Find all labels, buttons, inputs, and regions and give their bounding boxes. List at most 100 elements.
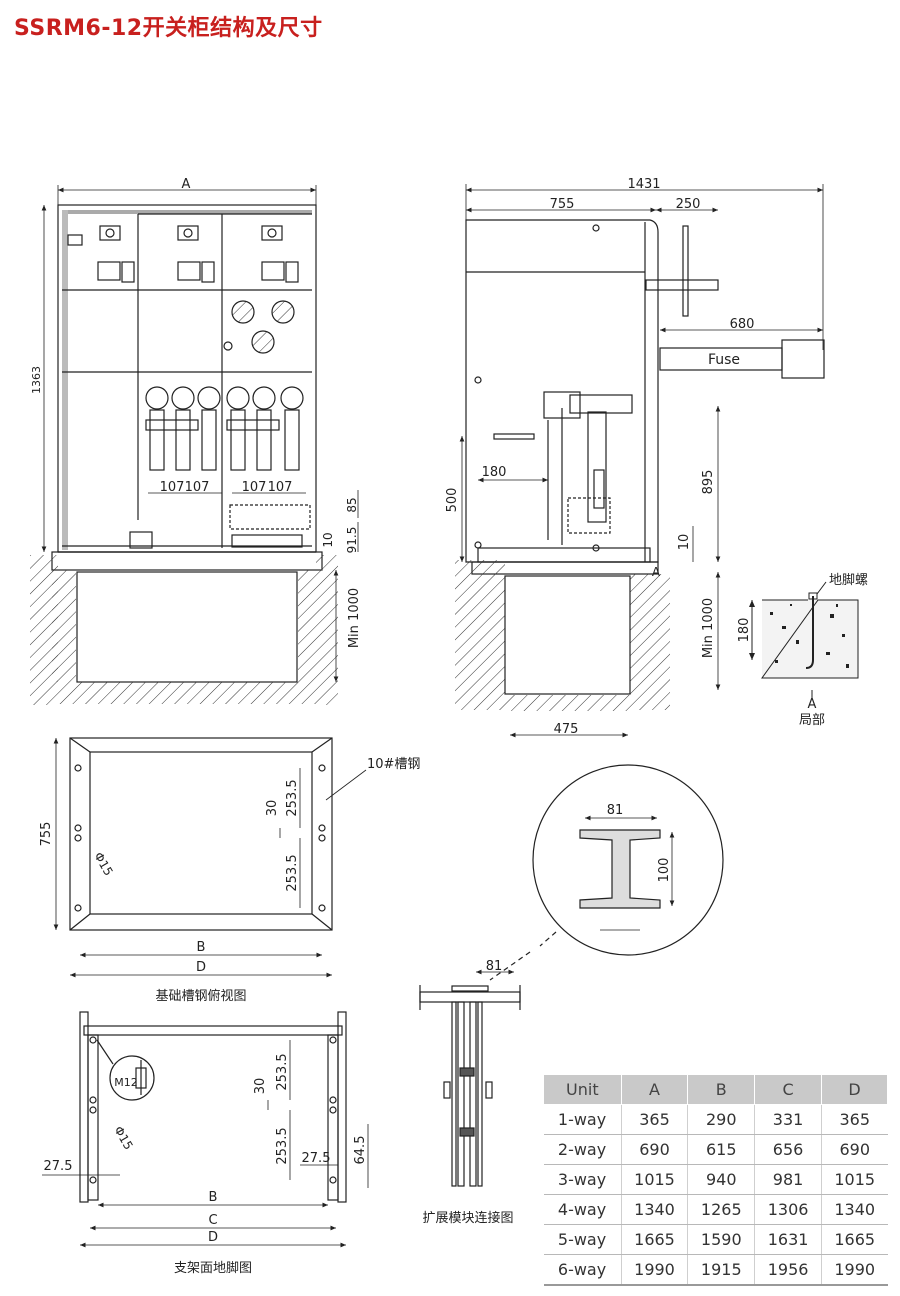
dim-1431: 1431: [627, 177, 660, 192]
dim-height: 1363: [30, 366, 43, 394]
dim-253-5-b-plan: 253.5: [285, 854, 300, 891]
section-detail: [489, 764, 724, 981]
dim-10: 10: [321, 532, 335, 547]
table-header-row: Unit A B C D: [543, 1074, 889, 1105]
dim-107-3: 107: [242, 480, 267, 495]
connection-caption: 扩展模块连接图: [422, 1210, 513, 1226]
dim-10-side: 10: [677, 534, 692, 551]
i-beam-section: [579, 829, 661, 909]
dim-475: 475: [554, 722, 579, 737]
marker-a-side: A: [652, 565, 661, 579]
ground-hatch-bottom: [58, 682, 316, 704]
table-row: 1-way 365 290 331 365: [543, 1104, 888, 1135]
detail-caption: 局部: [799, 713, 825, 728]
cell-b: 940: [687, 1164, 755, 1195]
cell-b: 1590: [687, 1224, 755, 1255]
table-row: 2-way 690 615 656 690: [543, 1134, 888, 1165]
dim-91-5: 91.5: [345, 527, 359, 554]
channel-plan: [69, 737, 333, 931]
dim-a-top: A: [182, 177, 191, 192]
fuse-group-left: [145, 386, 221, 471]
dim-107-4: 107: [268, 480, 293, 495]
cell-d: 1990: [820, 1254, 888, 1286]
concrete-speckles: [770, 604, 849, 668]
dim-85: 85: [345, 497, 359, 512]
dim-253-5-b-frame: 253.5: [275, 1127, 290, 1164]
cell-a: 690: [620, 1134, 688, 1165]
bolt-m12: M12: [114, 1076, 138, 1089]
channel-plan-caption: 基础槽钢俯视图: [155, 988, 246, 1004]
dim-27-5-left: 27.5: [44, 1159, 73, 1174]
header-a: A: [620, 1074, 689, 1105]
side-cabinet-outline: [465, 219, 659, 563]
cell-a: 1990: [620, 1254, 688, 1286]
dim-755-side: 755: [550, 197, 575, 212]
cell-unit: 1-way: [543, 1104, 622, 1135]
cell-b: 1915: [687, 1254, 755, 1286]
dim-27-5-right: 27.5: [302, 1151, 331, 1166]
table-row: 5-way 1665 1590 1631 1665: [543, 1224, 888, 1255]
cell-d: 690: [820, 1134, 888, 1165]
cell-d: 1340: [820, 1194, 888, 1225]
cell-d: 1665: [820, 1224, 888, 1255]
cell-unit: 5-way: [543, 1224, 622, 1255]
dim-755-plan: 755: [39, 822, 54, 847]
header-c: C: [754, 1074, 822, 1105]
ground-hatch-right: [316, 555, 338, 705]
side-view: [465, 219, 825, 575]
header-unit: Unit: [543, 1074, 622, 1105]
cell-unit: 3-way: [543, 1164, 622, 1195]
cell-a: 365: [620, 1104, 688, 1135]
cell-c: 331: [754, 1104, 822, 1135]
cell-unit: 6-way: [543, 1254, 622, 1286]
dim-250: 250: [676, 197, 701, 212]
cell-d: 1015: [820, 1164, 888, 1195]
dim-b-frame: B: [209, 1190, 218, 1205]
dim-81-connection: 81: [486, 959, 503, 974]
frame-plan: [79, 1011, 347, 1203]
dim-64-5: 64.5: [353, 1136, 368, 1165]
cell-b: 290: [687, 1104, 755, 1135]
cell-d: 365: [820, 1104, 888, 1135]
cell-b: 615: [687, 1134, 755, 1165]
table-row: 6-way 1990 1915 1956 1990: [543, 1254, 888, 1286]
hole-diameter-plan: Φ15: [91, 850, 115, 878]
cell-a: 1015: [620, 1164, 688, 1195]
frame-plan-caption: 支架面地脚图: [174, 1260, 252, 1276]
cell-c: 1306: [754, 1194, 822, 1225]
cabinet-outline: [57, 204, 317, 553]
page-title: SSRM6-12开关柜结构及尺寸: [14, 16, 323, 41]
cell-unit: 2-way: [543, 1134, 622, 1165]
dim-b-plan: B: [197, 940, 206, 955]
bolt-label: 地脚螺: [829, 572, 868, 588]
dim-d-plan: D: [196, 960, 206, 975]
detail-marker: A: [808, 697, 817, 712]
dim-100: 100: [657, 858, 672, 883]
dim-c-frame: C: [208, 1213, 217, 1228]
dim-680: 680: [730, 317, 755, 332]
expansion-connection: [419, 985, 521, 1187]
dim-895: 895: [701, 470, 716, 495]
dim-253-5-a-frame: 253.5: [275, 1053, 290, 1090]
cell-a: 1665: [620, 1224, 688, 1255]
table-row: 3-way 1015 940 981 1015: [543, 1164, 888, 1195]
header-d: D: [820, 1074, 889, 1105]
front-view: [51, 204, 323, 683]
dim-500: 500: [445, 488, 460, 513]
dim-81-section: 81: [607, 803, 624, 818]
dim-30-plan: 30: [265, 800, 280, 817]
dim-30-frame: 30: [253, 1078, 268, 1095]
dimension-table: Unit A B C D 1-way 365 290 331 365 2-way…: [543, 1074, 889, 1286]
dim-min-1000-front: Min 1000: [347, 588, 362, 648]
dim-107-2: 107: [185, 480, 210, 495]
hole-diameter-frame: Φ15: [111, 1124, 135, 1152]
cell-c: 981: [754, 1164, 822, 1195]
dim-d-frame: D: [208, 1230, 218, 1245]
dim-min-1000-side: Min 1000: [701, 598, 716, 658]
cell-c: 1631: [754, 1224, 822, 1255]
detail-a: [749, 581, 859, 698]
cell-c: 1956: [754, 1254, 822, 1286]
cell-a: 1340: [620, 1194, 688, 1225]
dim-180-side: 180: [482, 465, 507, 480]
table-row: 4-way 1340 1265 1306 1340: [543, 1194, 888, 1225]
